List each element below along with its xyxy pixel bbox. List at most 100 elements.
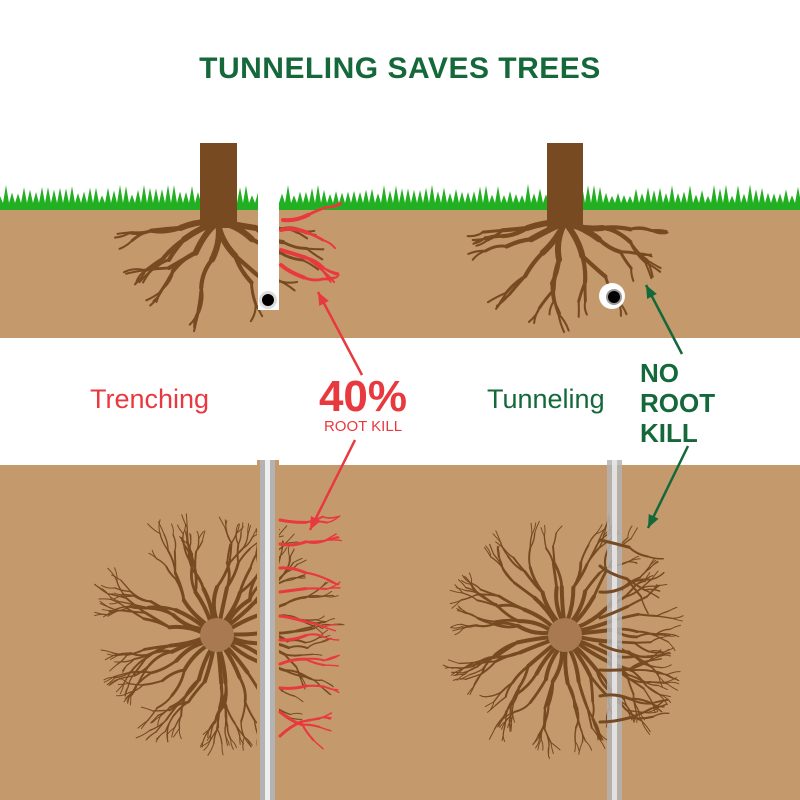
root-spread-trenching (112, 605, 130, 612)
tree-roots-tunneling (527, 307, 541, 323)
severed-root (278, 634, 308, 642)
tree-roots-tunneling (548, 300, 555, 316)
tree-roots-tunneling (500, 225, 530, 239)
root-spread-trenching (145, 731, 157, 741)
root-spread-tunneling (452, 678, 467, 681)
root-spread-tunneling (476, 599, 499, 608)
root-spread-trenching (306, 641, 321, 649)
tree-roots-trenching (296, 231, 309, 240)
page-title: TUNNELING SAVES TREES (199, 52, 601, 85)
tree-roots-trenching (278, 250, 304, 262)
root-spread-trenching (116, 692, 130, 697)
root-spread-tunneling (493, 640, 519, 660)
root-spread-trenching (113, 592, 124, 596)
root-spread-trenching (174, 714, 182, 728)
root-spread-tunneling (667, 671, 681, 676)
root-spread-tunneling (623, 587, 643, 598)
root-spread-tunneling (598, 716, 632, 724)
root-spread-tunneling (508, 720, 512, 732)
arrow-head-icon (646, 285, 657, 299)
root-spread-trenching (159, 532, 169, 552)
root-spread-tunneling (465, 589, 482, 595)
root-spread-trenching (300, 678, 306, 690)
root-spread-trenching (108, 606, 125, 612)
severed-root (304, 587, 328, 590)
root-spread-tunneling (543, 727, 552, 744)
root-spread-tunneling (669, 633, 680, 638)
root-spread-tunneling (592, 569, 608, 599)
root-spread-tunneling (492, 691, 502, 703)
root-spread-trenching (110, 651, 128, 656)
root-spread-trenching (158, 519, 161, 534)
root-spread-trenching (235, 523, 240, 534)
root-spread-tunneling (543, 535, 547, 550)
tree-roots-trenching (145, 291, 162, 302)
root-spread-trenching (125, 607, 145, 620)
root-spread-tunneling (452, 627, 464, 632)
root-spread-trenching (229, 532, 238, 546)
soil-cross-section (0, 208, 800, 338)
root-spread-tunneling (647, 555, 664, 560)
root-spread-tunneling (494, 618, 521, 624)
root-spread-tunneling (578, 741, 583, 755)
root-spread-trenching (125, 597, 147, 614)
root-spread-tunneling (650, 703, 667, 710)
root-spread-trenching (140, 706, 154, 712)
root-spread-tunneling (507, 555, 526, 573)
root-spread-tunneling (474, 671, 484, 686)
root-spread-trenching (296, 574, 306, 579)
root-spread-tunneling (651, 670, 668, 676)
tree-trunk (547, 143, 583, 228)
severed-root (321, 239, 337, 250)
root-spread-tunneling (573, 706, 581, 728)
root-spread-tunneling (645, 684, 662, 696)
root-spread-trenching (218, 516, 226, 529)
root-spread-trenching (173, 727, 181, 738)
root-spread-trenching (115, 683, 125, 693)
root-spread-trenching (98, 598, 113, 601)
tree-roots-trenching (166, 250, 198, 271)
root-spread-tunneling (535, 738, 540, 749)
root-spread-tunneling (449, 599, 463, 605)
root-spread-trenching (287, 645, 309, 650)
root-spread-tunneling (497, 718, 504, 728)
root-spread-tunneling (537, 721, 546, 737)
root-spread-trenching (318, 629, 329, 639)
root-spread-trenching (206, 731, 212, 741)
root-spread-trenching (305, 595, 326, 598)
root-spread-tunneling (667, 674, 680, 682)
root-spread-tunneling (513, 581, 537, 600)
root-spread-tunneling (641, 720, 651, 733)
tree-roots-tunneling (580, 253, 588, 284)
tree-stump (200, 618, 234, 652)
root-spread-trenching (161, 668, 186, 683)
root-spread-trenching (120, 579, 132, 593)
severed-root (278, 710, 305, 727)
severed-root (301, 723, 321, 729)
severed-root (281, 212, 311, 223)
root-spread-tunneling (474, 623, 496, 628)
root-spread-trenching (157, 706, 171, 717)
root-spread-tunneling (577, 679, 588, 706)
root-spread-tunneling (652, 712, 670, 718)
arrow (308, 439, 357, 531)
root-spread-tunneling (646, 584, 658, 598)
root-spread-trenching (129, 695, 132, 706)
root-spread-trenching (102, 610, 114, 618)
root-spread-trenching (143, 611, 172, 629)
root-spread-tunneling (451, 671, 464, 674)
root-spread-trenching (127, 682, 144, 686)
tree-roots-trenching (142, 270, 152, 284)
tree-roots-trenching (196, 286, 203, 313)
root-spread-trenching (203, 740, 211, 751)
severed-root (318, 726, 332, 732)
root-spread-trenching (304, 636, 320, 644)
root-spread-trenching (165, 565, 178, 581)
root-spread-trenching (94, 583, 109, 595)
root-spread-tunneling (484, 701, 495, 708)
root-spread-trenching (189, 532, 192, 544)
root-spread-tunneling (529, 532, 536, 549)
root-spread-trenching (181, 598, 210, 627)
root-spread-tunneling (628, 707, 653, 719)
root-spread-tunneling (628, 546, 650, 558)
